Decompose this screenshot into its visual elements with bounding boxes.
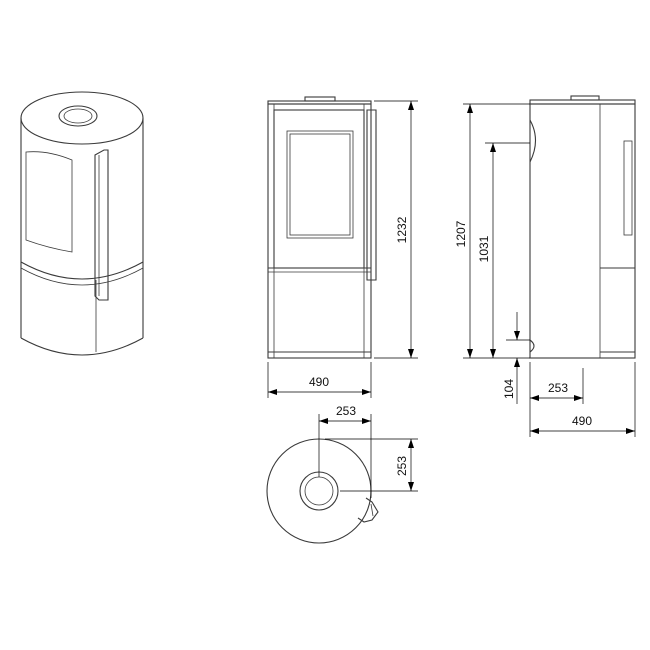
top-dimensions: 253 253 bbox=[318, 404, 418, 498]
side-dimensions: 1207 1031 104 253 490 bbox=[454, 103, 636, 437]
side-depth-label: 490 bbox=[572, 414, 592, 428]
front-height-label: 1232 bbox=[395, 216, 409, 243]
front-view bbox=[267, 96, 377, 359]
side-flue-height-label: 1031 bbox=[477, 235, 491, 262]
front-width-label: 490 bbox=[309, 375, 329, 389]
isometric-view bbox=[20, 91, 144, 356]
top-offset-x-label: 253 bbox=[336, 404, 356, 418]
side-flue-offset-label: 253 bbox=[548, 381, 568, 395]
side-bottom-offset-label: 104 bbox=[502, 379, 516, 399]
side-view bbox=[529, 95, 636, 359]
top-offset-y-label: 253 bbox=[395, 456, 409, 476]
side-total-height-label: 1207 bbox=[454, 220, 468, 247]
front-dimensions: 1232 490 bbox=[267, 100, 418, 398]
